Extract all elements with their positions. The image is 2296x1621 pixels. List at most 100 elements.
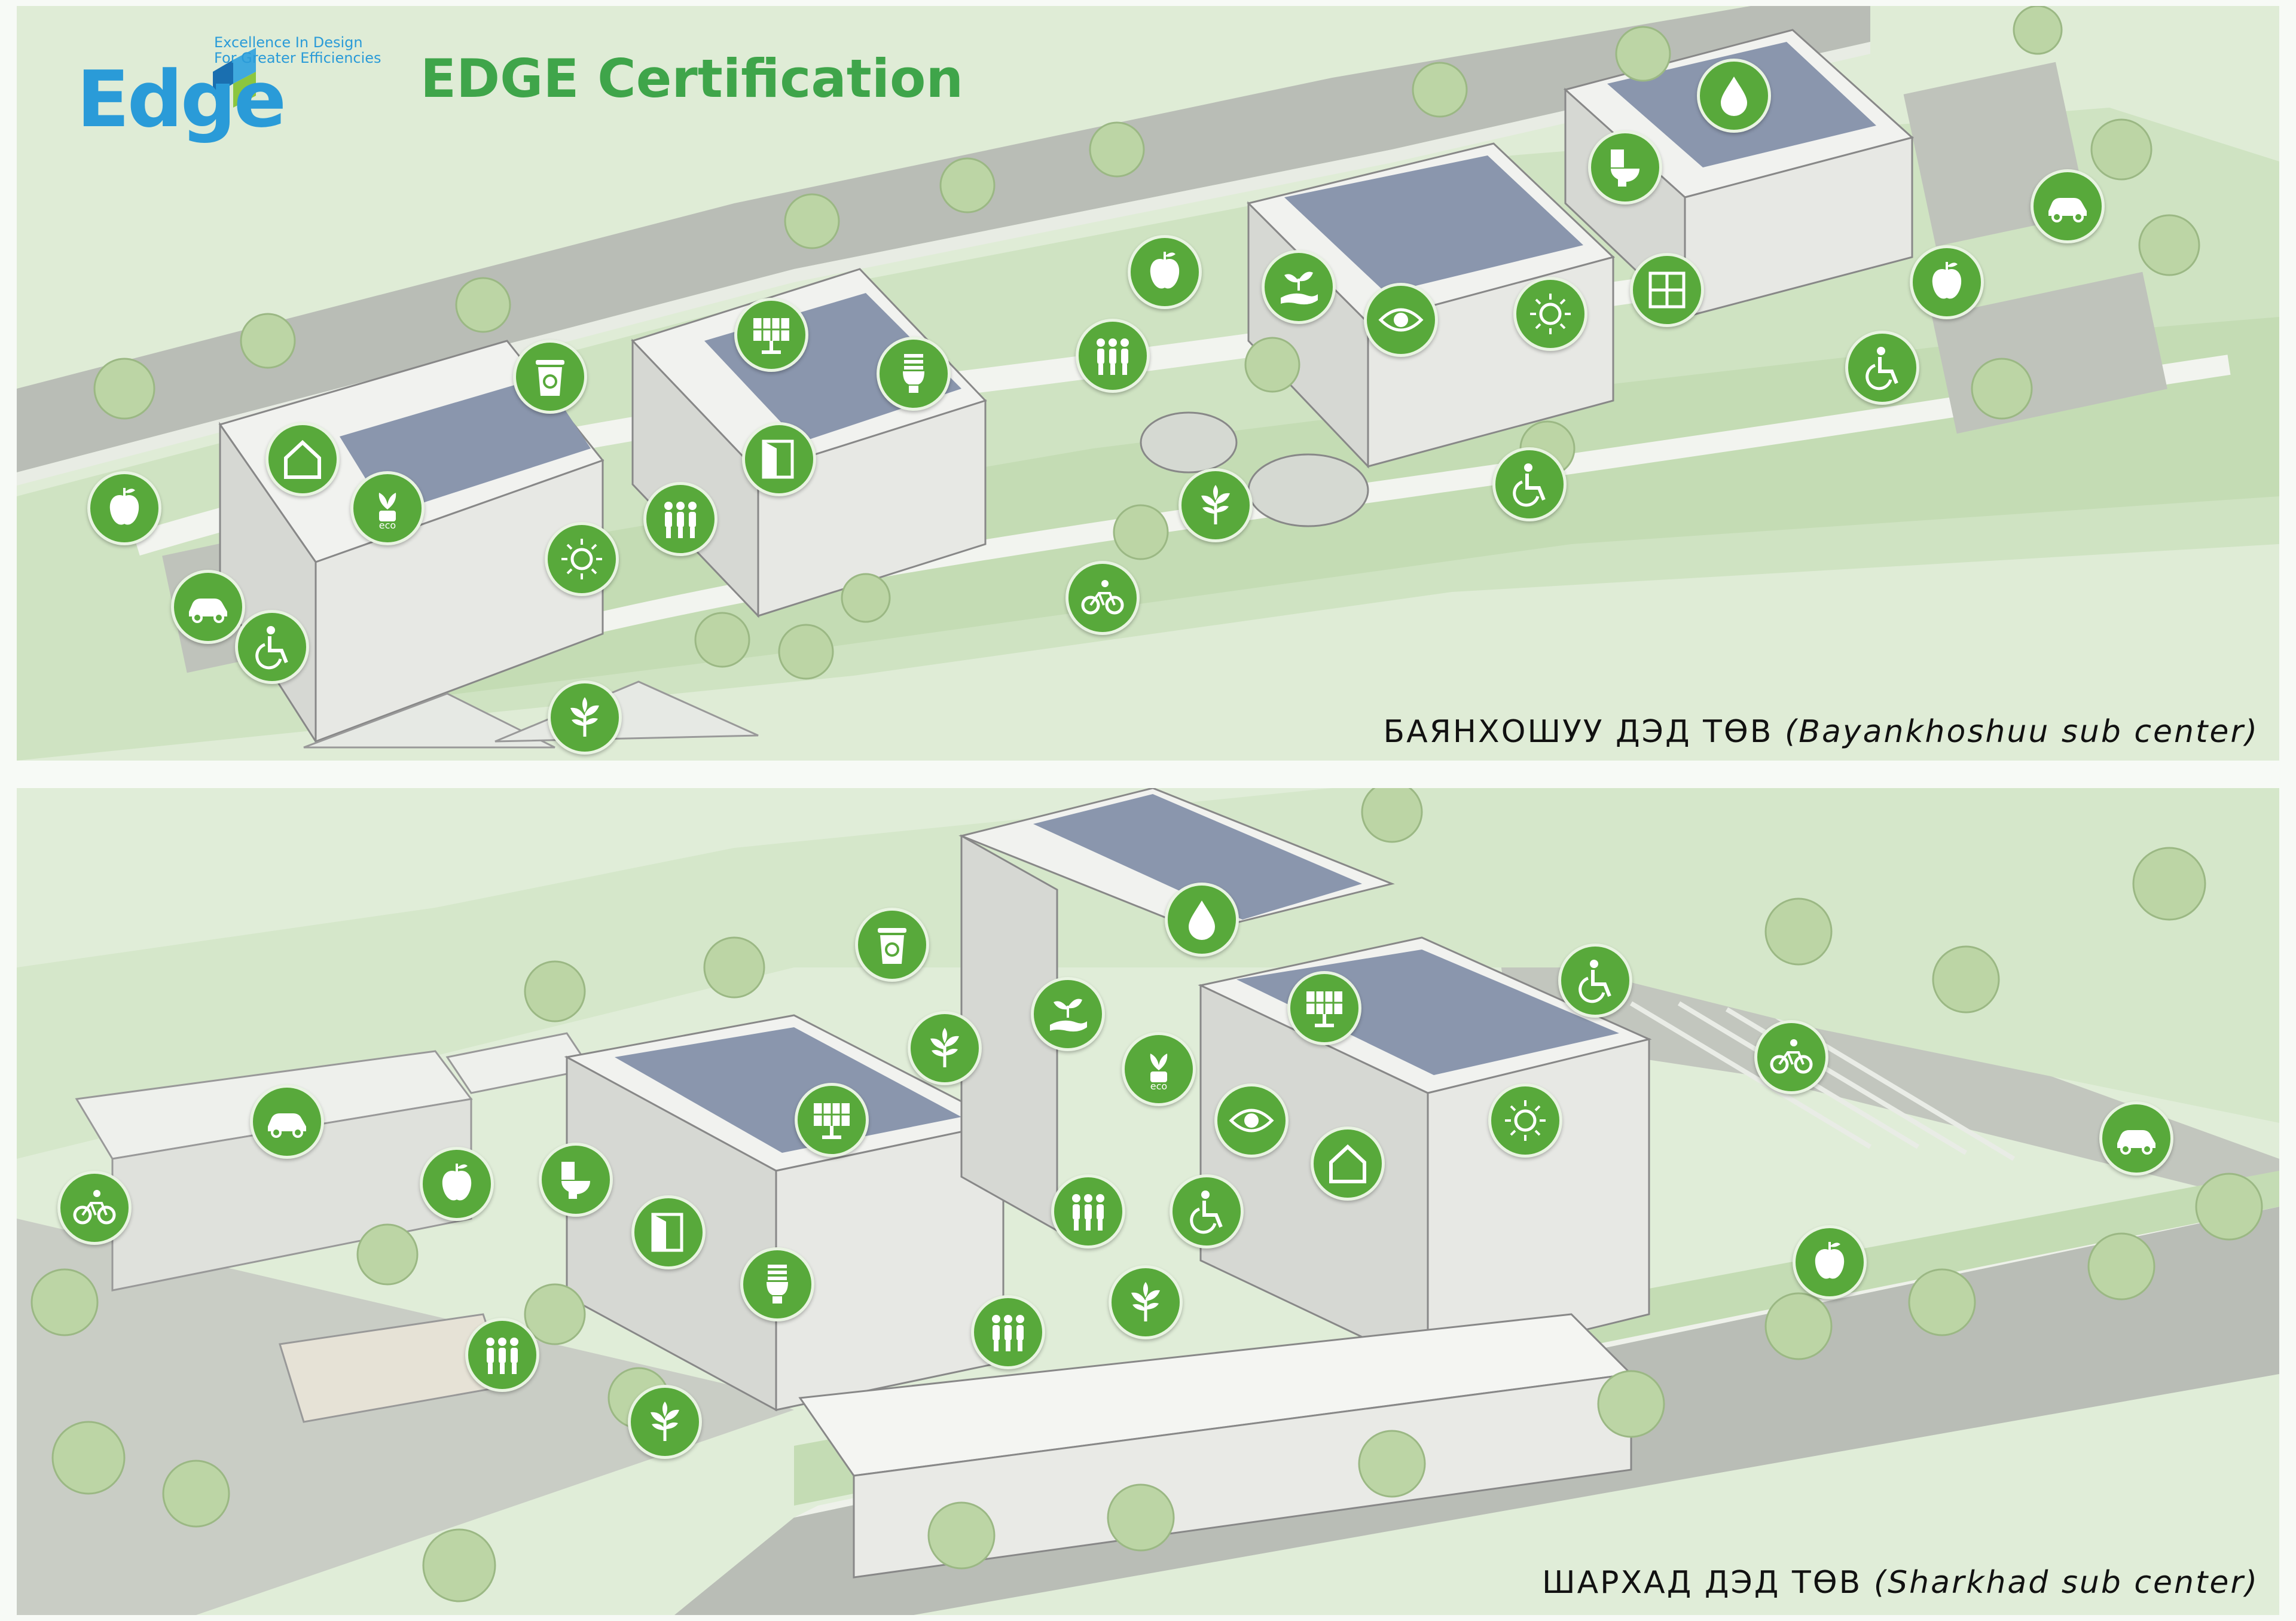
- car-icon: [250, 1085, 324, 1159]
- sun-icon-glyph: [1505, 1100, 1546, 1141]
- car-icon: [2099, 1101, 2173, 1176]
- tree-icon: [628, 1385, 702, 1459]
- toilet-icon: [539, 1143, 613, 1217]
- daylight-icon: [1630, 253, 1704, 327]
- apple-icon-glyph: [1815, 1242, 1845, 1279]
- water-drop-icon: [1697, 59, 1771, 133]
- sharkhad-caption-en: (Sharkhad sub center): [1873, 1565, 2259, 1601]
- bicycle-icon: [1065, 561, 1140, 635]
- tree-icon: [908, 1011, 982, 1085]
- eco-plug-icon-glyph: eco: [378, 493, 396, 531]
- apple-icon-glyph: [1150, 252, 1180, 289]
- edge-logo-tagline: Excellence In Design For Greater Efficie…: [214, 35, 381, 66]
- car-icon-glyph: [189, 599, 227, 623]
- car-icon-glyph: [2117, 1130, 2155, 1155]
- plant-hand-icon: [1031, 977, 1105, 1051]
- eye-icon: [1214, 1083, 1289, 1158]
- sun-icon: [1513, 277, 1587, 351]
- sharkhad-panel: eco ШАРХАД ДЭД ТӨВ (Sharkhad sub center): [17, 788, 2279, 1615]
- solar-panel-icon-glyph: [753, 318, 789, 354]
- toilet-icon: [1588, 130, 1662, 204]
- car-icon: [171, 570, 245, 644]
- edge-logo: [77, 30, 411, 138]
- car-icon: [2031, 169, 2105, 243]
- sun-icon-glyph: [1530, 294, 1571, 334]
- people-icon-glyph: [664, 502, 697, 538]
- bayankhoshuu-caption-en: (Bayankhoshuu sub center): [1785, 714, 2259, 750]
- recycle-bin-icon-glyph: [878, 928, 906, 964]
- water-drop-icon-glyph: [1721, 77, 1747, 116]
- tree-icon-glyph: [1131, 1282, 1160, 1321]
- bicycle-icon: [1754, 1020, 1828, 1094]
- accessible-icon-glyph: [1190, 1190, 1223, 1234]
- apple-icon: [1128, 235, 1202, 309]
- people-icon-glyph: [992, 1315, 1024, 1351]
- eco-plug-icon: eco: [350, 471, 425, 545]
- people-icon: [1076, 319, 1150, 393]
- window-icon: [742, 422, 816, 496]
- tree-icon-glyph: [930, 1028, 959, 1067]
- solar-panel-icon: [734, 298, 808, 372]
- apple-icon: [1793, 1225, 1867, 1299]
- people-icon: [465, 1318, 539, 1392]
- home-icon: [265, 422, 340, 496]
- bayankhoshuu-site-illustration: [17, 6, 2279, 761]
- recycle-bin-icon: [513, 340, 587, 414]
- apple-icon: [1910, 245, 1984, 319]
- tree-icon-glyph: [651, 1402, 679, 1441]
- apple-icon: [420, 1147, 494, 1221]
- eco-plug-icon: eco: [1122, 1032, 1196, 1106]
- svg-text:eco: eco: [379, 520, 396, 531]
- toilet-icon-glyph: [561, 1162, 590, 1199]
- daylight-icon-glyph: [1648, 271, 1686, 309]
- tree-icon: [1178, 468, 1253, 542]
- edge-logo-mark: [213, 48, 256, 108]
- toilet-icon-glyph: [1611, 149, 1639, 187]
- tree-icon: [1109, 1265, 1183, 1339]
- apple-icon: [87, 471, 161, 545]
- eye-icon-glyph: [1229, 1109, 1274, 1132]
- tree-icon-glyph: [570, 697, 599, 737]
- sharkhad-caption-mn: ШАРХАД ДЭД ТӨВ: [1541, 1565, 1874, 1601]
- led-bulb-icon: [740, 1247, 814, 1321]
- home-icon: [1311, 1127, 1385, 1201]
- home-icon-glyph: [1329, 1144, 1366, 1183]
- sun-icon: [1488, 1083, 1562, 1158]
- accessible-icon-glyph: [1513, 463, 1546, 507]
- plant-hand-icon: [1262, 250, 1336, 324]
- bayankhoshuu-caption: БАЯНХОШУУ ДЭД ТӨВ (Bayankhoshuu sub cent…: [1383, 714, 2259, 750]
- car-icon-glyph: [2048, 198, 2087, 222]
- car-icon-glyph: [268, 1113, 306, 1138]
- water-drop-icon-glyph: [1189, 900, 1215, 940]
- accessible-icon: [235, 610, 309, 684]
- window-icon: [631, 1195, 706, 1269]
- edge-logo-tagline-line1: Excellence In Design: [214, 34, 363, 51]
- sun-icon-glyph: [561, 539, 602, 579]
- people-icon-glyph: [1097, 338, 1129, 375]
- solar-panel-icon-glyph: [814, 1103, 850, 1139]
- apple-icon-glyph: [1932, 262, 1962, 299]
- water-drop-icon: [1165, 883, 1239, 957]
- sharkhad-site-illustration: [17, 788, 2279, 1615]
- people-icon: [1051, 1174, 1125, 1248]
- eye-icon: [1364, 283, 1438, 357]
- accessible-icon-glyph: [1578, 960, 1611, 1003]
- solar-panel-icon: [1287, 971, 1361, 1045]
- people-icon: [971, 1295, 1045, 1369]
- svg-text:eco: eco: [1150, 1080, 1167, 1092]
- bicycle-icon: [57, 1171, 132, 1245]
- led-bulb-icon-glyph: [903, 354, 924, 393]
- apple-icon-glyph: [442, 1164, 472, 1201]
- recycle-bin-icon-glyph: [536, 360, 564, 396]
- apple-icon-glyph: [109, 488, 139, 525]
- edge-logo-tagline-line2: For Greater Efficiencies: [214, 50, 381, 66]
- tree-icon-glyph: [1201, 485, 1230, 524]
- tree-icon: [548, 680, 622, 755]
- accessible-icon: [1492, 447, 1567, 521]
- bayankhoshuu-caption-mn: БАЯНХОШУУ ДЭД ТӨВ: [1383, 714, 1785, 750]
- people-icon: [643, 482, 718, 556]
- solar-panel-icon-glyph: [1306, 991, 1342, 1027]
- bicycle-icon-glyph: [73, 1190, 116, 1225]
- edge-logo-wordmark: Edge: [77, 54, 286, 145]
- sharkhad-caption: ШАРХАД ДЭД ТӨВ (Sharkhad sub center): [1542, 1565, 2259, 1601]
